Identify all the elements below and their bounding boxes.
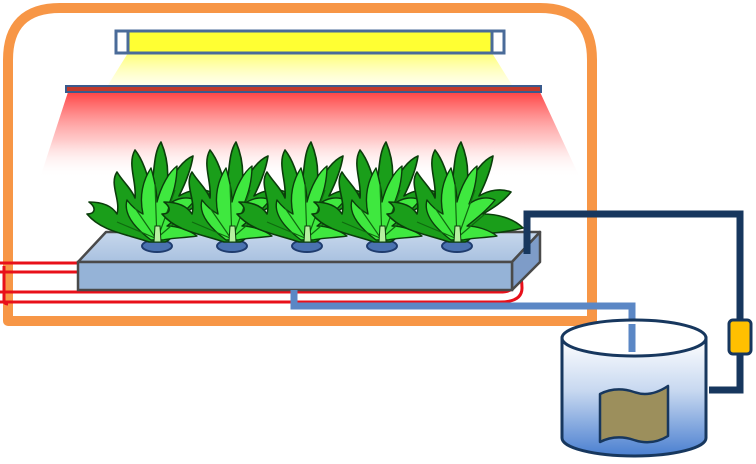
heat-radiation-cone: [40, 92, 580, 178]
grow-lamp: [114, 29, 506, 55]
nutrient-supply-pipe: [523, 210, 744, 394]
inline-pump: [727, 318, 753, 356]
plant-row: [86, 141, 524, 253]
lamp-light-cone: [108, 53, 512, 85]
grow-lamp-endcap-left: [114, 29, 130, 55]
nutrient-reservoir-tank: [560, 318, 708, 458]
grow-lamp-endcap-right: [490, 29, 506, 55]
submerged-pump: [598, 384, 670, 444]
overhead-heater-bar: [65, 85, 542, 93]
greenhouse-enclosure: [3, 3, 597, 326]
grow-tray-front: [76, 260, 514, 292]
